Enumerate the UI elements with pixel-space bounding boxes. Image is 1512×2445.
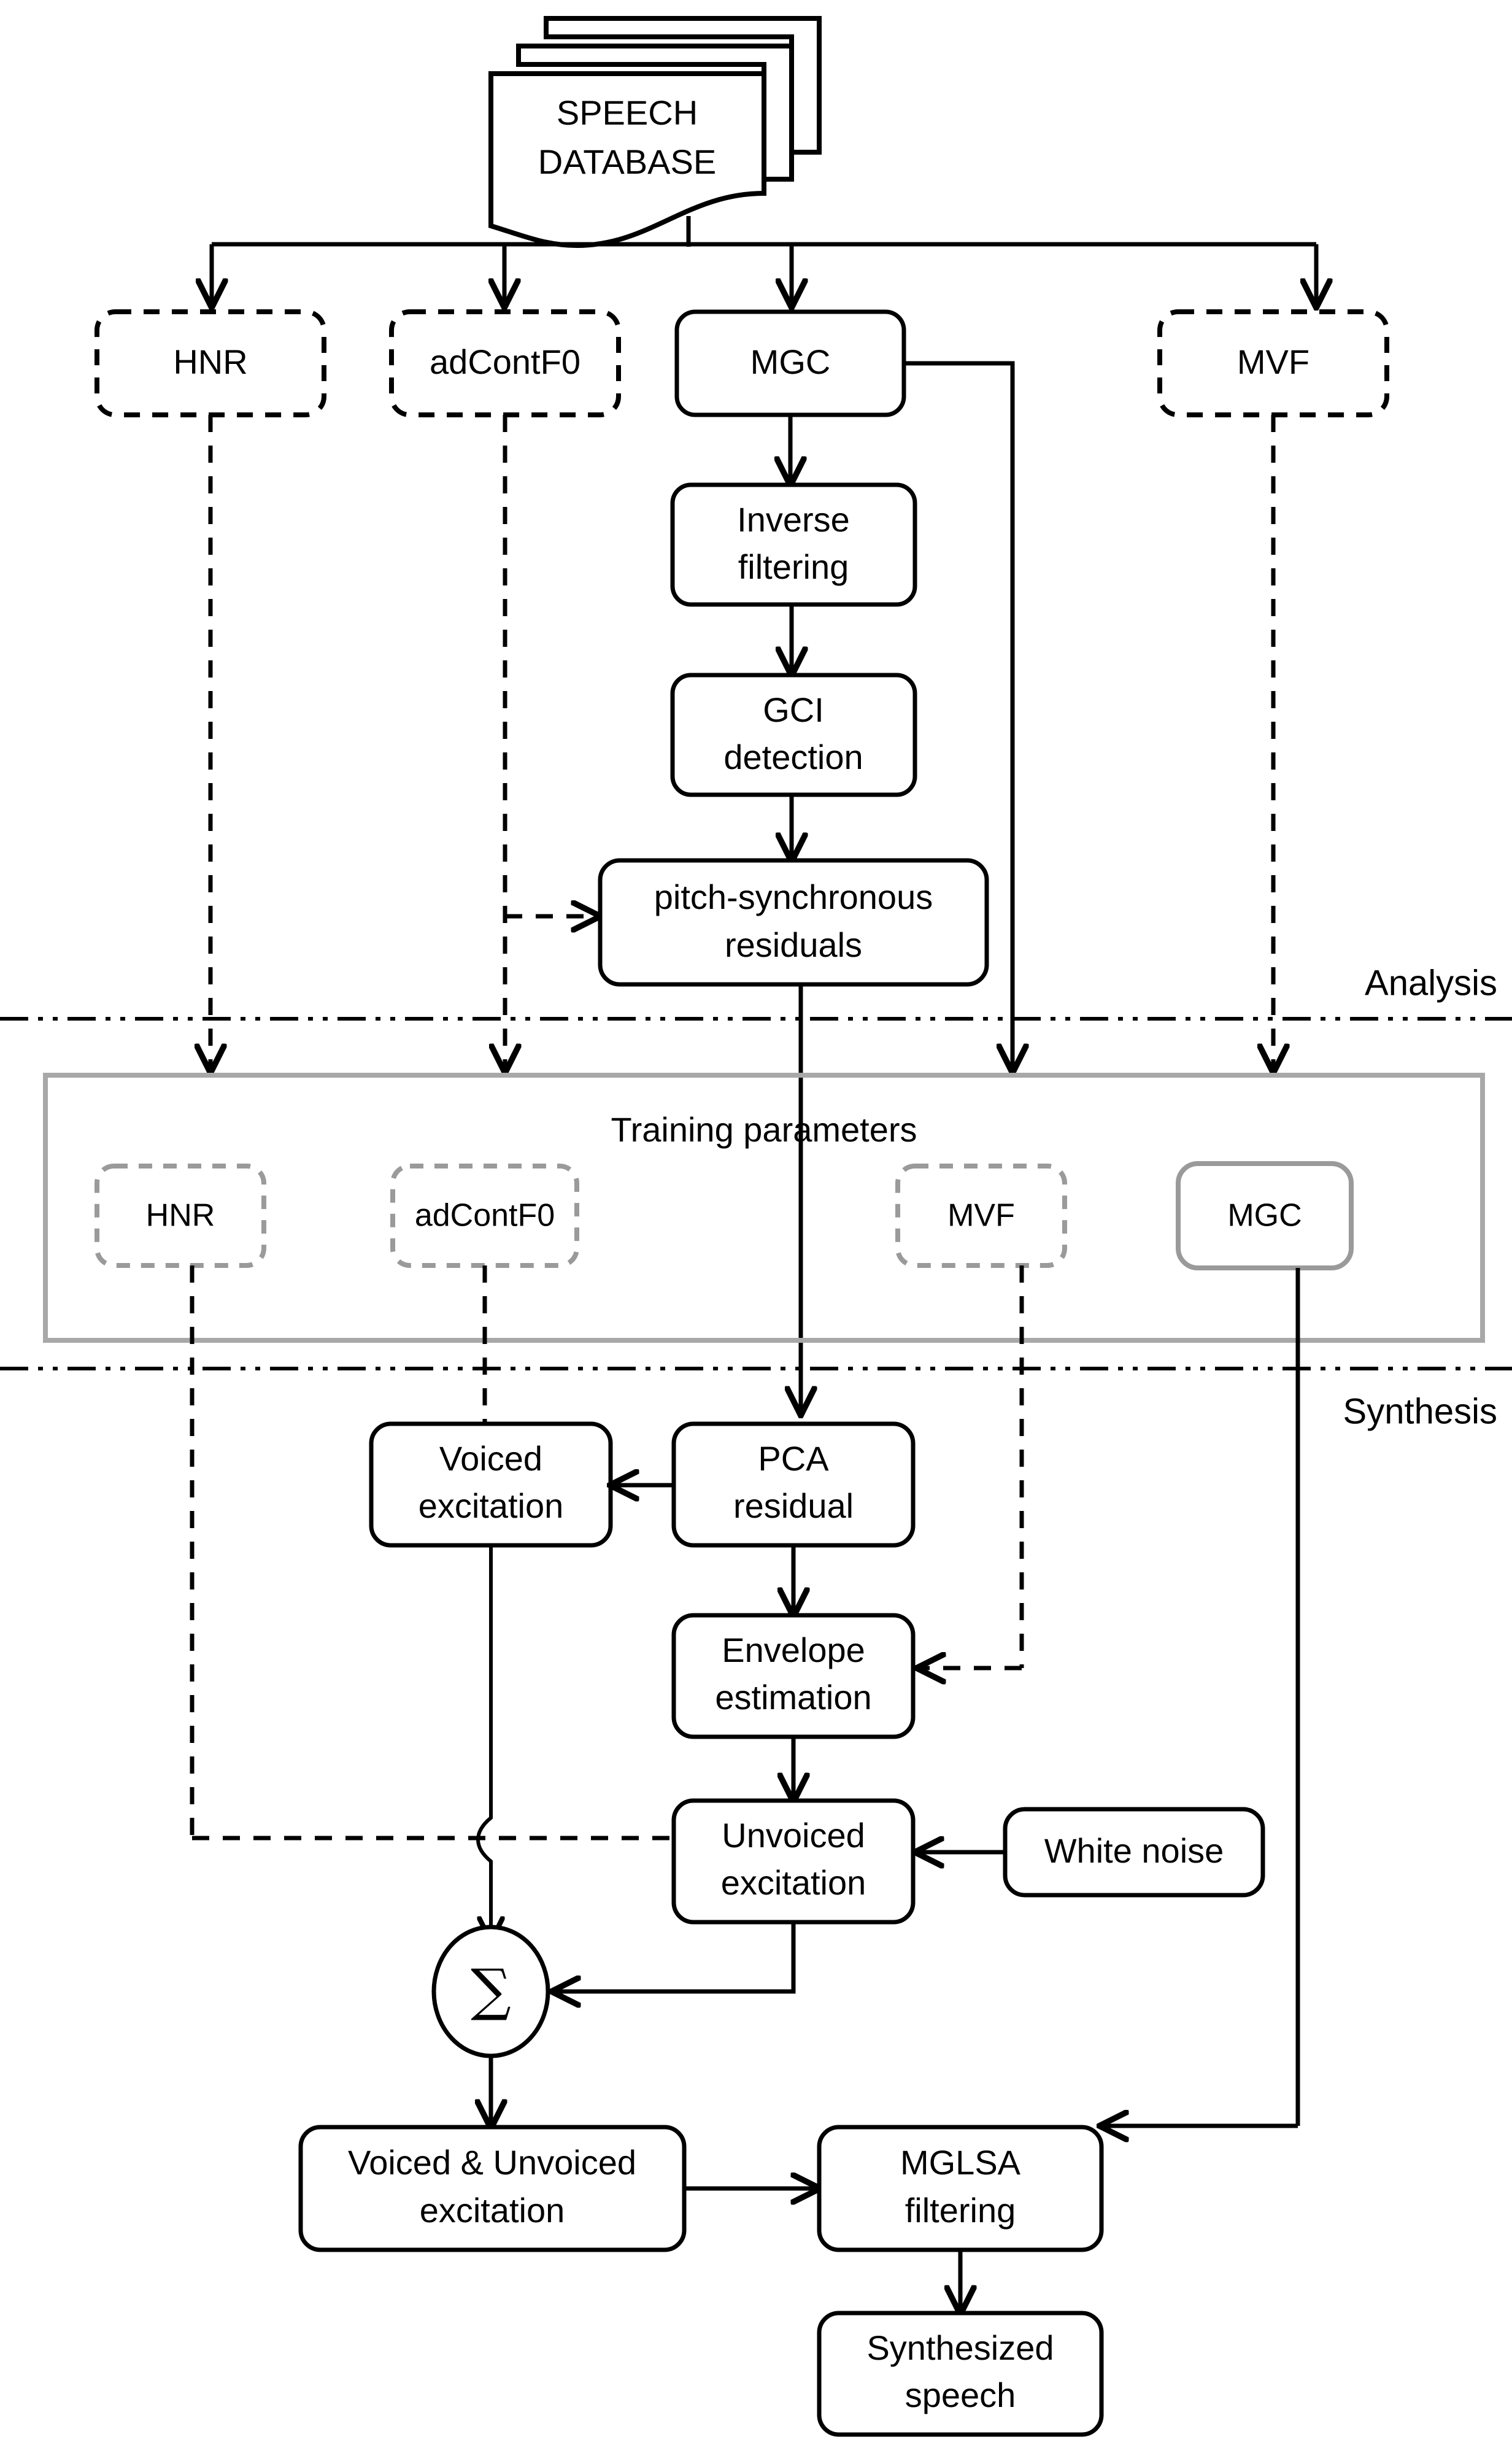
residuals-line2: residuals: [725, 925, 862, 964]
envelope-estimation-line2: estimation: [715, 1678, 871, 1717]
block-inverse-filtering[interactable]: Inverse filtering: [670, 482, 917, 607]
adcontf0-label: adContF0: [430, 342, 580, 381]
training-mvf-label: MVF: [947, 1198, 1015, 1234]
voiced-excitation-line1: Voiced: [439, 1439, 542, 1478]
block-voiced-unvoiced-excitation[interactable]: Voiced & Unvoiced excitation: [298, 2125, 687, 2252]
speech-database-line2: DATABASE: [538, 142, 716, 181]
block-synthesized-speech[interactable]: Synthesized speech: [817, 2311, 1104, 2437]
block-envelope-estimation[interactable]: Envelope estimation: [671, 1613, 916, 1739]
training-param-adcontf0[interactable]: adContF0: [390, 1164, 579, 1268]
block-unvoiced-excitation[interactable]: Unvoiced excitation: [671, 1798, 916, 1925]
summation-symbol: ∑: [471, 1957, 511, 2023]
mvf-label: MVF: [1237, 342, 1310, 381]
speech-database-node: SPEECH DATABASE: [488, 16, 822, 249]
vu-excitation-line1: Voiced & Unvoiced: [348, 2143, 636, 2182]
unvoiced-to-summation-line: [555, 1922, 796, 1991]
gci-detection-line2: detection: [723, 738, 863, 776]
analysis-param-adcontf0[interactable]: adContF0: [389, 309, 621, 417]
mgc-to-training-mgc-line: [904, 361, 1012, 1069]
mglsa-line2: filtering: [905, 2191, 1016, 2230]
training-parameters-title: Training parameters: [611, 1110, 917, 1149]
block-white-noise[interactable]: White noise: [1003, 1807, 1265, 1898]
synthesized-speech-box[interactable]: [817, 2311, 1104, 2437]
unvoiced-excitation-line1: Unvoiced: [722, 1816, 865, 1855]
voiced-excitation-line2: excitation: [418, 1486, 564, 1525]
speech-database-line1: SPEECH: [557, 93, 698, 132]
analysis-param-mgc[interactable]: MGC: [674, 309, 906, 417]
mglsa-line1: MGLSA: [900, 2143, 1021, 2182]
analysis-param-hnr[interactable]: HNR: [94, 309, 326, 417]
block-mglsa-filtering[interactable]: MGLSA filtering: [817, 2125, 1104, 2252]
training-param-hnr[interactable]: HNR: [94, 1164, 266, 1268]
envelope-estimation-line1: Envelope: [722, 1631, 865, 1669]
synthesis-section-label: Synthesis: [1343, 1391, 1497, 1431]
hnr-label: HNR: [173, 342, 247, 381]
analysis-param-mvf[interactable]: MVF: [1157, 309, 1389, 417]
pca-residual-line1: PCA: [758, 1439, 829, 1478]
voiced-to-summation-line: [476, 1545, 493, 1907]
training-hnr-label: HNR: [146, 1198, 215, 1234]
inverse-filtering-line1: Inverse: [737, 500, 850, 539]
white-noise-label: White noise: [1044, 1831, 1224, 1870]
summation-node: ∑: [431, 1925, 550, 2058]
block-pitch-synchronous-residuals[interactable]: pitch-synchronous residuals: [598, 858, 989, 987]
synthesized-speech-line1: Synthesized: [866, 2328, 1054, 2367]
residuals-line1: pitch-synchronous: [654, 878, 933, 916]
training-mgc-label: MGC: [1227, 1198, 1302, 1234]
training-param-mgc[interactable]: MGC: [1176, 1161, 1354, 1270]
gci-detection-line1: GCI: [763, 690, 824, 729]
training-param-mvf[interactable]: MVF: [895, 1164, 1067, 1268]
analysis-section-label: Analysis: [1365, 963, 1497, 1003]
inverse-filtering-line2: filtering: [738, 547, 849, 586]
pitch-synchronous-residuals-box[interactable]: [598, 858, 989, 987]
mgc-label: MGC: [750, 342, 831, 381]
training-adcontf0-box[interactable]: [390, 1164, 579, 1268]
training-mgc-box[interactable]: [1176, 1161, 1354, 1270]
pca-residual-line2: residual: [733, 1486, 854, 1525]
vu-excitation-line2: excitation: [420, 2191, 565, 2230]
synthesized-speech-line2: speech: [905, 2376, 1016, 2414]
training-mvf-box[interactable]: [895, 1164, 1067, 1268]
block-gci-detection[interactable]: GCI detection: [670, 673, 917, 797]
training-parameters-frame: [43, 1073, 1485, 1343]
training-hnr-box[interactable]: [94, 1164, 266, 1268]
block-pca-residual[interactable]: PCA residual: [671, 1421, 916, 1548]
block-voiced-excitation[interactable]: Voiced excitation: [369, 1421, 613, 1548]
unvoiced-excitation-line2: excitation: [721, 1863, 866, 1902]
training-adcontf0-label: adContF0: [415, 1198, 555, 1234]
